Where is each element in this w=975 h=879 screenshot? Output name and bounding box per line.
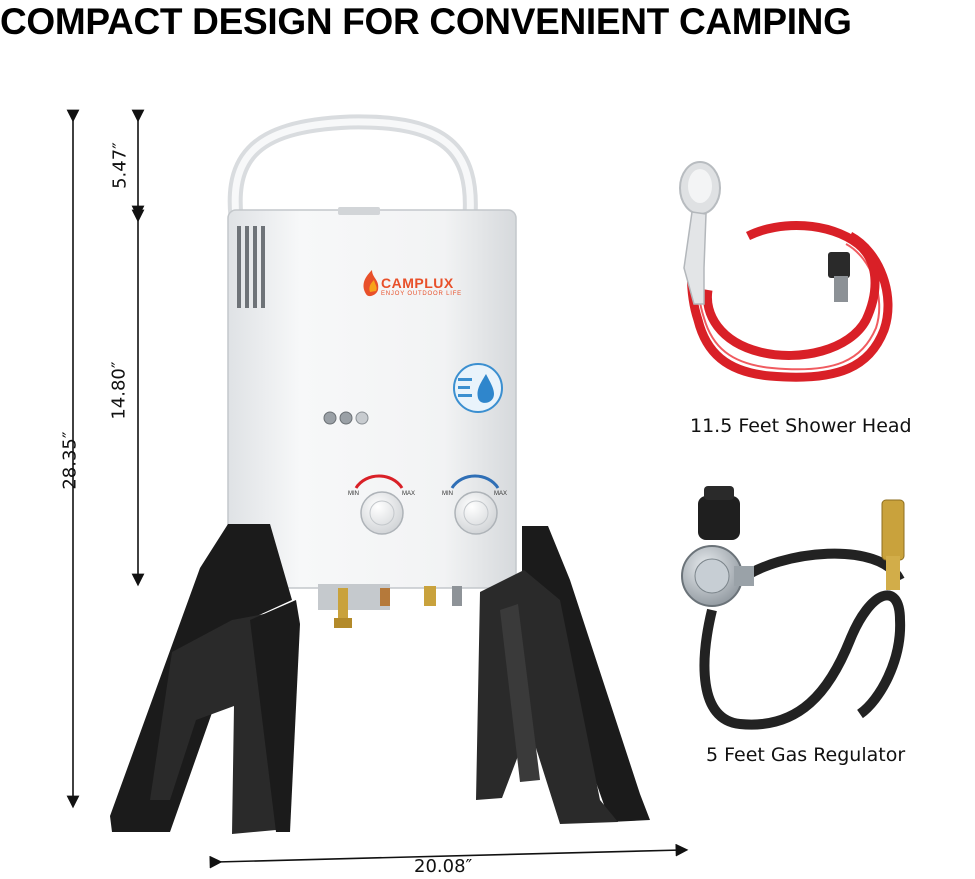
vent-slots xyxy=(237,226,265,308)
gas-regulator-accessory xyxy=(681,486,906,730)
shower-head-accessory xyxy=(679,161,893,382)
left-knob-max-label: MAX xyxy=(402,491,416,497)
right-knob-min-label: MIN xyxy=(442,491,453,497)
brand-name: CAMPLUX xyxy=(381,275,454,291)
total-height-label: 28.35″ xyxy=(59,431,81,490)
left-stand xyxy=(110,524,300,834)
body-height-label: 14.80″ xyxy=(108,361,130,420)
left-knob-min-label: MIN xyxy=(348,491,359,497)
shower-head-caption: 11.5 Feet Shower Head xyxy=(690,415,912,437)
water-drop-sticker-icon xyxy=(453,363,503,413)
water-flow-knob[interactable] xyxy=(454,491,498,535)
flame-knob[interactable] xyxy=(360,491,404,535)
flame-logo-icon xyxy=(363,270,379,297)
brand-tagline: ENJOY OUTDOOR LIFE xyxy=(381,291,462,297)
width-line xyxy=(209,843,689,869)
heat-arc xyxy=(354,474,404,489)
indicator-lights xyxy=(323,411,369,425)
handle-height-label: 5.47″ xyxy=(109,142,131,189)
gas-regulator-caption: 5 Feet Gas Regulator xyxy=(706,744,906,766)
headline: COMPACT DESIGN FOR CONVENIENT CAMPING xyxy=(0,1,852,42)
bottom-fittings xyxy=(318,584,462,628)
right-knob-max-label: MAX xyxy=(494,491,508,497)
width-label: 20.08″ xyxy=(414,856,473,877)
right-stand xyxy=(476,526,650,824)
flow-arc xyxy=(450,474,500,489)
